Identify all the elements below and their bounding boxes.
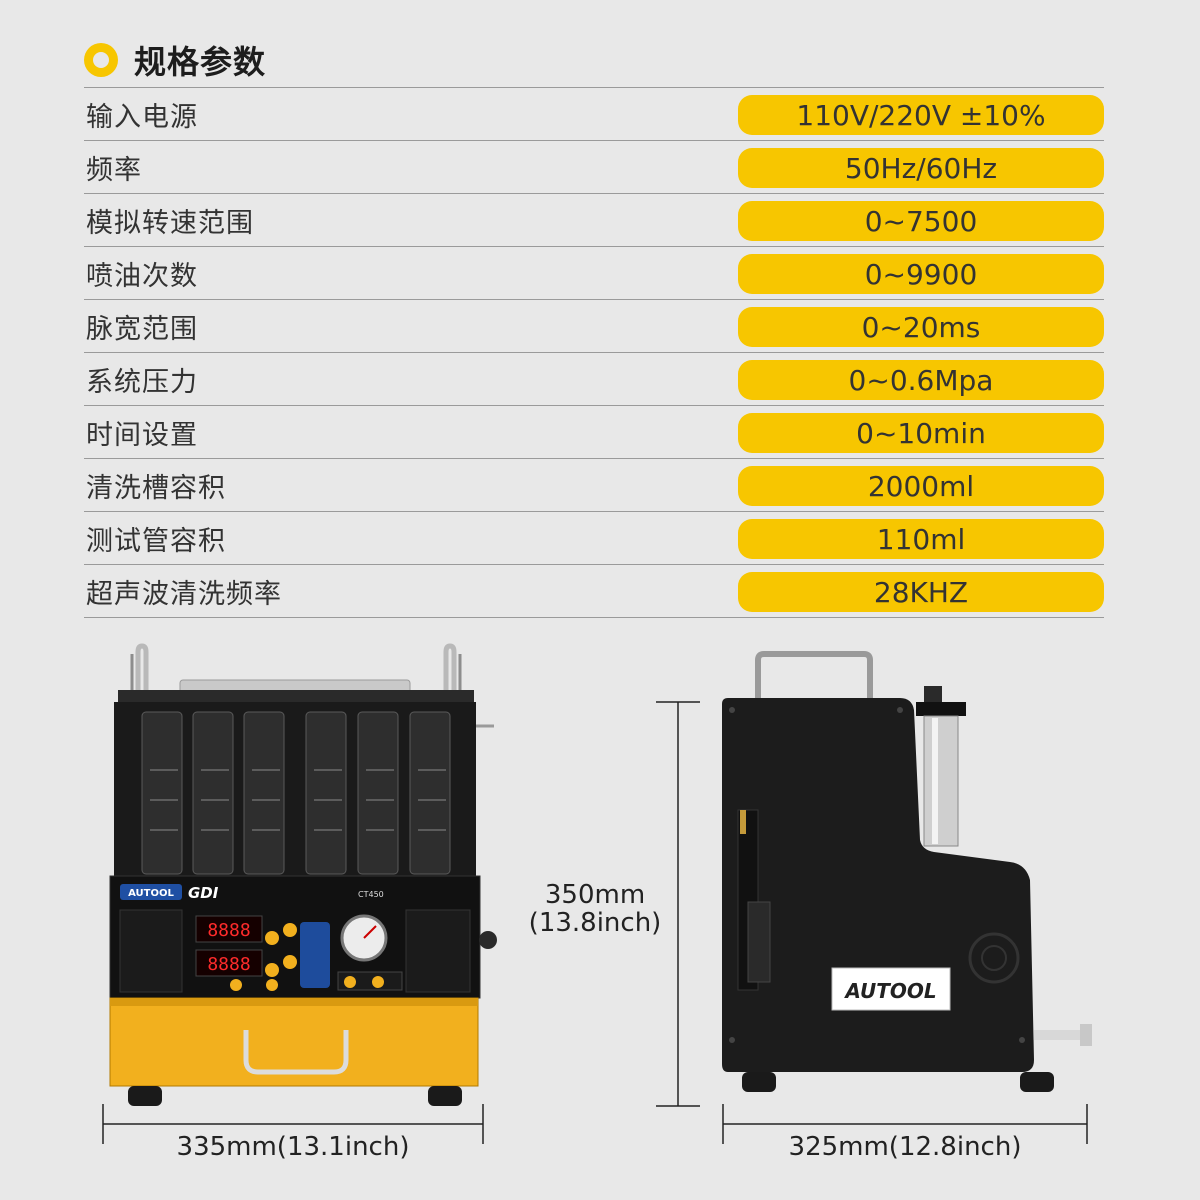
- section-header: 规格参数: [84, 36, 266, 84]
- display-time: [195, 949, 263, 977]
- panel-title: GDI: [188, 884, 219, 902]
- spec-value: 0~10min: [738, 413, 1104, 453]
- spec-label: 喷油次数: [86, 260, 198, 292]
- spec-label: 时间设置: [86, 419, 198, 451]
- plus-button-icon: [265, 931, 279, 945]
- section-title: 规格参数: [134, 43, 267, 81]
- spec-row: 脉宽范围 0~20ms: [84, 300, 1104, 353]
- spec-value: 0~0.6Mpa: [738, 360, 1104, 400]
- side-depth-label: 325mm(12.8inch): [788, 1132, 1022, 1162]
- spec-label: 超声波清洗频率: [86, 578, 282, 610]
- spec-row: 清洗槽容积 2000ml: [84, 459, 1104, 512]
- spec-row: 频率 50Hz/60Hz: [84, 141, 1104, 194]
- minus-button-icon: [283, 955, 297, 969]
- front-view-machine: AUTOOL GDI CT450 8888 8888: [109, 643, 497, 1106]
- dimension-diagram: AUTOOL GDI CT450 8888 8888: [0, 640, 1200, 1200]
- mode-selector: [300, 922, 330, 988]
- height-dimension: [656, 701, 700, 1107]
- pressure-minus-icon: [344, 976, 356, 988]
- spec-value: 2000ml: [738, 466, 1104, 506]
- spec-value: 50Hz/60Hz: [738, 148, 1104, 188]
- svg-text:8888: 8888: [207, 920, 250, 941]
- front-width-label: 335mm(13.1inch): [176, 1132, 410, 1162]
- spec-row: 时间设置 0~10min: [84, 406, 1104, 459]
- spec-row: 喷油次数 0~9900: [84, 247, 1104, 300]
- spec-value: 0~9900: [738, 254, 1104, 294]
- spec-value: 0~7500: [738, 201, 1104, 241]
- height-label: 350mm: [544, 880, 646, 910]
- pressure-plus-icon: [372, 976, 384, 988]
- side-brand-text: AUTOOL: [843, 979, 936, 1003]
- spec-row: 输入电源 110V/220V ±10%: [84, 88, 1104, 141]
- spec-value: 110V/220V ±10%: [738, 95, 1104, 135]
- spec-row: 模拟转速范围 0~7500: [84, 194, 1104, 247]
- spec-value: 110ml: [738, 519, 1104, 559]
- plus-button-icon: [265, 963, 279, 977]
- front-brand-badge: [120, 884, 182, 900]
- spec-value: 28KHZ: [738, 572, 1104, 612]
- side-view-machine: AUTOOL: [722, 651, 1092, 1092]
- side-brand-label: [831, 967, 951, 1011]
- spec-label: 系统压力: [86, 366, 198, 398]
- ring-icon: [84, 43, 118, 77]
- spec-label: 输入电源: [86, 101, 198, 133]
- spec-row: 超声波清洗频率 28KHZ: [84, 565, 1104, 618]
- spec-row: 测试管容积 110ml: [84, 512, 1104, 565]
- spec-label: 测试管容积: [86, 525, 226, 557]
- vent-icon: [968, 932, 1020, 984]
- side-depth-dimension: [722, 1104, 1088, 1144]
- svg-text:8888: 8888: [207, 954, 250, 975]
- spec-table: 输入电源 110V/220V ±10% 频率 50Hz/60Hz 模拟转速范围 0~7…: [84, 87, 1104, 618]
- start-button-icon: [230, 979, 242, 991]
- front-brand-text: AUTOOL: [128, 888, 174, 899]
- spec-row: 系统压力 0~0.6Mpa: [84, 353, 1104, 406]
- display-rpm: [195, 915, 263, 943]
- spec-label: 模拟转速范围: [86, 207, 254, 239]
- spec-label: 频率: [86, 154, 142, 186]
- spec-label: 清洗槽容积: [86, 472, 226, 504]
- stop-button-icon: [266, 979, 278, 991]
- minus-button-icon: [283, 923, 297, 937]
- spec-value: 0~20ms: [738, 307, 1104, 347]
- panel-model: CT450: [358, 890, 384, 899]
- test-tubes: [141, 711, 451, 875]
- front-width-dimension: [102, 1104, 484, 1144]
- spec-label: 脉宽范围: [86, 313, 198, 345]
- height-label-inch: (13.8inch): [528, 908, 662, 938]
